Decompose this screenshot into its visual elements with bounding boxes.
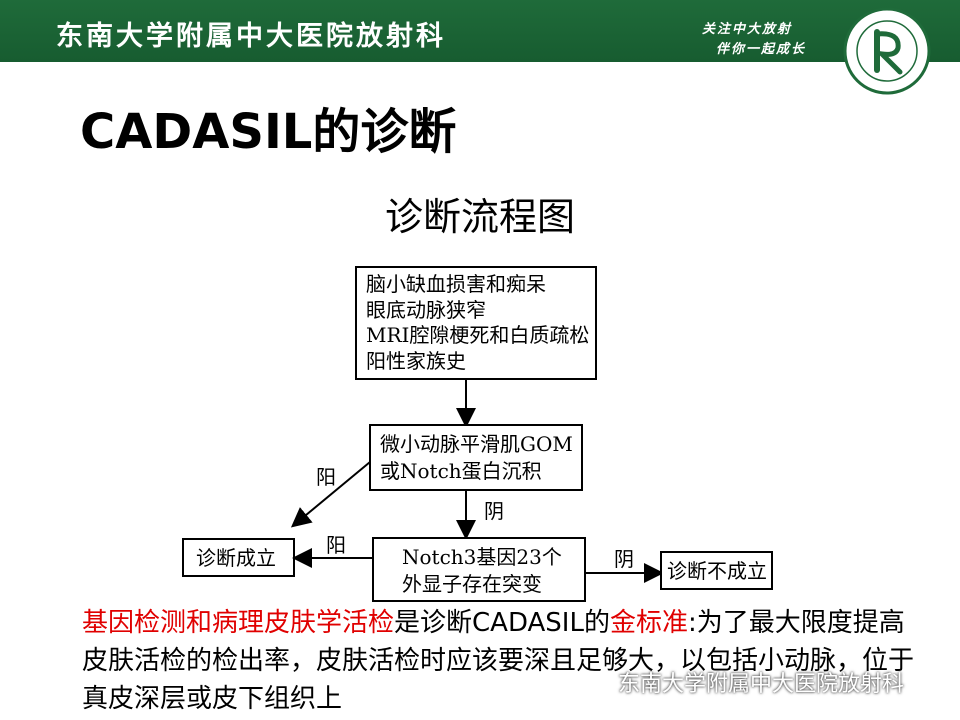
pathology-line-1: 微小动脉平滑肌GOM: [380, 432, 573, 456]
header-title: 东南大学附属中大医院放射科: [56, 21, 446, 52]
gold-standard-paragraph: 基因检测和病理皮肤学活检是诊断CADASIL的金标准:为了最大限度提高皮肤活检的…: [82, 604, 922, 718]
genetic-line-1: Notch3基因23个: [402, 545, 562, 569]
hospital-logo-icon: [843, 7, 931, 95]
label-negative-2: 阴: [614, 547, 634, 571]
criteria-line-4: 阳性家族史: [366, 349, 466, 373]
criteria-line-2: 眼底动脉狭窄: [366, 298, 486, 322]
gold-standard-highlight: 金标准: [609, 608, 688, 638]
wechat-icon: [586, 676, 611, 694]
label-positive-1: 阳: [316, 465, 336, 489]
slogan-line-2: 伴你一起成长: [716, 42, 807, 57]
pathology-line-2: 或Notch蛋白沉积: [380, 459, 542, 483]
pathology-box: [369, 424, 583, 491]
paragraph-text-2: :为了最大限度提高皮肤活检的检出率，皮肤活检时应该要深且足够大，以包括小动脉，位…: [82, 608, 915, 714]
header-bar: 东南大学附属中大医院放射科 关注中大放射 伴你一起成长: [0, 0, 960, 62]
diagnosis-confirmed-label: 诊断成立: [196, 546, 276, 570]
criteria-line-1: 脑小缺血损害和痴呆: [366, 272, 546, 296]
criteria-line-3: MRI腔隙梗死和白质疏松: [366, 323, 589, 347]
flowchart-title: 诊断流程图: [384, 195, 575, 239]
main-title: CADASIL的诊断: [80, 104, 457, 160]
paragraph-text-1: 是诊断CADASIL的: [394, 608, 610, 638]
diagnosis-not-confirmed-label: 诊断不成立: [667, 559, 767, 583]
arrow-pathology-to-confirmed: [290, 461, 371, 528]
genetic-line-2: 外显子存在突变: [402, 572, 542, 596]
label-positive-2: 阳: [326, 533, 346, 557]
criteria-box: [355, 266, 597, 380]
watermark-text: 东南大学附属中大医院放射科: [618, 672, 905, 697]
label-negative-1: 阴: [484, 499, 504, 523]
diagnosis-not-confirmed-box: [660, 551, 773, 590]
genetic-test-box: [372, 537, 586, 602]
slogan-line-1: 关注中大放射: [702, 22, 793, 37]
watermark: 东南大学附属中大医院放射科: [586, 666, 946, 697]
gene-pathology-highlight: 基因检测和病理皮肤学活检: [82, 608, 395, 638]
